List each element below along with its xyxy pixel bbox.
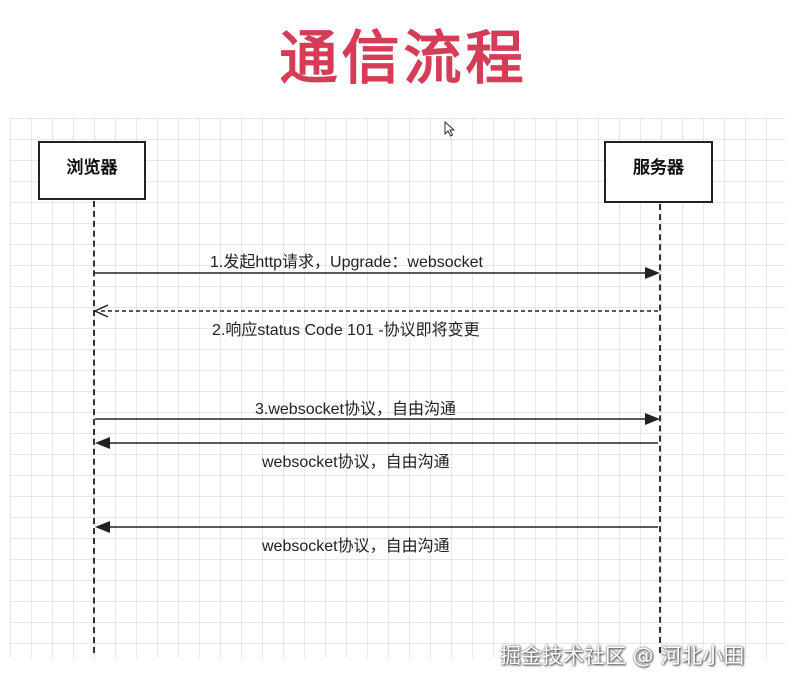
lifeline-browser	[93, 201, 95, 653]
page-title: 通信流程	[279, 24, 528, 92]
actor-server-label: 服务器	[633, 158, 684, 178]
actor-browser: 浏览器	[38, 141, 146, 200]
message-label-5: websocket协议，自由沟通	[262, 538, 450, 555]
watermark: 掘金技术社区 @ 河北小田	[500, 644, 745, 668]
message-label-3: 3.websocket协议，自由沟通	[255, 401, 456, 418]
lifeline-server	[659, 204, 661, 653]
message-arrow-1	[95, 267, 660, 279]
message-arrow-2	[93, 304, 658, 318]
message-arrow-4	[95, 437, 658, 449]
actor-server: 服务器	[604, 141, 713, 203]
diagram-canvas	[10, 118, 785, 658]
message-arrow-3	[95, 413, 660, 425]
actor-browser-label: 浏览器	[66, 158, 118, 178]
message-label-2: 2.响应status Code 101 -协议即将变更	[212, 322, 480, 339]
mouse-cursor-icon	[444, 121, 456, 137]
message-label-1: 1.发起http请求，Upgrade：websocket	[210, 254, 484, 271]
message-label-4: websocket协议，自由沟通	[262, 454, 450, 471]
message-arrow-5	[95, 521, 658, 533]
